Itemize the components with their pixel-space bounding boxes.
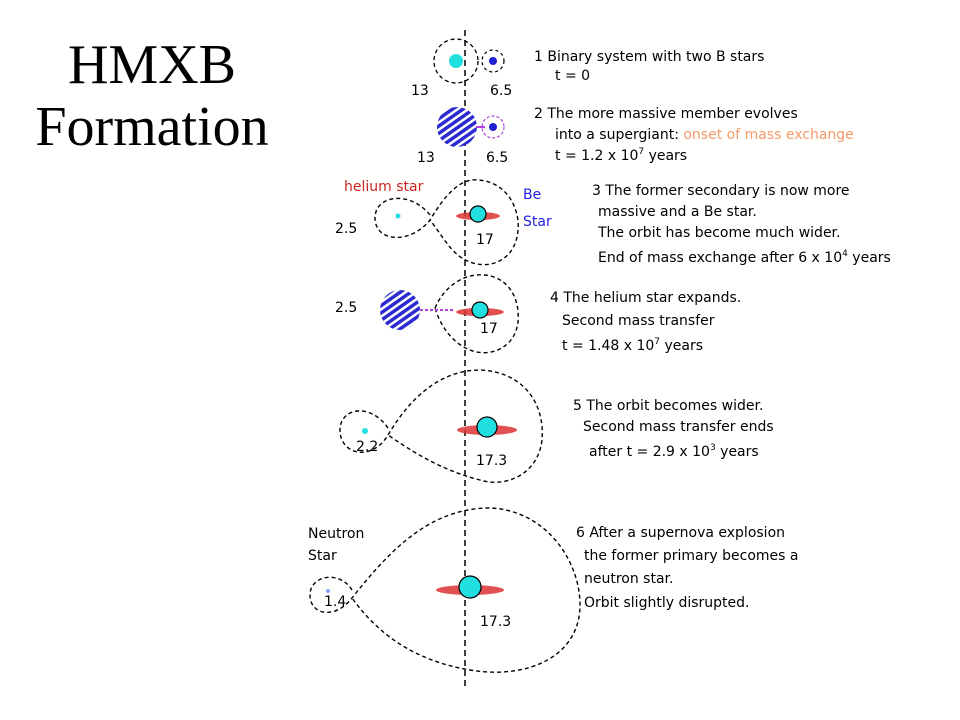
stage-text: The orbit has become much wider. <box>597 225 840 241</box>
be-star <box>477 417 497 437</box>
mass-label: 2.2 <box>356 439 378 455</box>
mass-label: 2.5 <box>335 300 357 316</box>
stage-text: Second mass transfer ends <box>583 419 774 435</box>
stage-text-time: after t = 2.9 x 103 years <box>589 443 759 460</box>
time-prefix: t = 1.48 x 10 <box>562 338 654 354</box>
time-suffix: years <box>644 148 687 164</box>
time-suffix: years <box>660 338 703 354</box>
expanded-helium-star <box>380 290 420 330</box>
be-star <box>472 302 488 318</box>
figure-eight-orbit <box>340 370 542 482</box>
b-star-secondary <box>489 57 497 65</box>
helium-star <box>362 428 368 434</box>
stage-text-line: into a supergiant: onset of mass exchang… <box>555 127 854 143</box>
stage-text: 5 The orbit becomes wider. <box>573 398 763 414</box>
mass-label: 17.3 <box>476 453 507 469</box>
stage-text: Orbit slightly disrupted. <box>584 595 749 611</box>
supergiant-star <box>437 107 477 147</box>
stage-text-time: t = 1.2 x 107 years <box>555 147 687 164</box>
stage-1: 13 6.5 1 Binary system with two B stars … <box>411 39 764 99</box>
time-suffix: years <box>716 444 759 460</box>
neutron-star-label: Star <box>308 548 337 564</box>
b-star-secondary <box>489 123 497 131</box>
mass-label: 1.4 <box>324 594 346 610</box>
stage-text: the former primary becomes a <box>584 548 798 564</box>
stage-text: Second mass transfer <box>562 313 715 329</box>
title-line-2: Formation <box>22 96 282 158</box>
stage-text: 2 The more massive member evolves <box>534 106 798 122</box>
stage-text: neutron star. <box>584 571 673 587</box>
neutron-star-label: Neutron <box>308 526 364 542</box>
time-prefix: after t = 2.9 x 10 <box>589 444 710 460</box>
stage-6: Neutron Star 1.4 17.3 6 After a supernov… <box>304 508 798 672</box>
be-star-label: Star <box>523 214 552 230</box>
be-star-label: Be <box>523 187 541 203</box>
stage-text: 3 The former secondary is now more <box>592 183 850 199</box>
stage-5: 2.2 17.3 5 The orbit becomes wider. Seco… <box>340 370 774 482</box>
b-star-primary <box>449 54 463 68</box>
stage-text: 4 The helium star expands. <box>550 290 741 306</box>
helium-star <box>396 214 401 219</box>
mass-label: 17 <box>480 321 498 337</box>
hmxb-diagram-panel: 13 6.5 1 Binary system with two B stars … <box>280 30 904 690</box>
stage-3: helium star Be Star 2.5 17 3 The former … <box>335 179 891 266</box>
mass-label: 17 <box>476 232 494 248</box>
stage-text-time: t = 1.48 x 107 years <box>562 337 703 354</box>
mass-label: 2.5 <box>335 221 357 237</box>
helium-star-label: helium star <box>344 179 424 195</box>
mass-label: 13 <box>417 150 435 166</box>
stage-text-time: End of mass exchange after 6 x 104 years <box>598 249 891 266</box>
mass-label: 6.5 <box>490 83 512 99</box>
mass-label: 13 <box>411 83 429 99</box>
neutron-star <box>326 589 330 593</box>
stage-2: 13 6.5 2 The more massive member evolves… <box>417 106 854 166</box>
title-line-1: HMXB <box>22 34 282 96</box>
stage-text: 1 Binary system with two B stars <box>534 49 764 65</box>
be-star <box>470 206 486 222</box>
stage-4: 2.5 17 4 The helium star expands. Second… <box>328 275 741 354</box>
stage-text-prefix: into a supergiant: <box>555 127 683 143</box>
mass-label: 6.5 <box>486 150 508 166</box>
slide-title: HMXB Formation <box>22 34 282 158</box>
mass-exchange-highlight: onset of mass exchange <box>683 127 853 143</box>
stage-text: massive and a Be star. <box>598 204 757 220</box>
time-prefix: End of mass exchange after 6 x 10 <box>598 250 842 266</box>
evolution-diagram: 13 6.5 1 Binary system with two B stars … <box>280 30 904 690</box>
stage-text: 6 After a supernova explosion <box>576 525 785 541</box>
mass-label: 17.3 <box>480 614 511 630</box>
time-prefix: t = 1.2 x 10 <box>555 148 638 164</box>
time-suffix: years <box>848 250 891 266</box>
be-star <box>459 576 481 598</box>
stage-text: t = 0 <box>555 68 590 84</box>
